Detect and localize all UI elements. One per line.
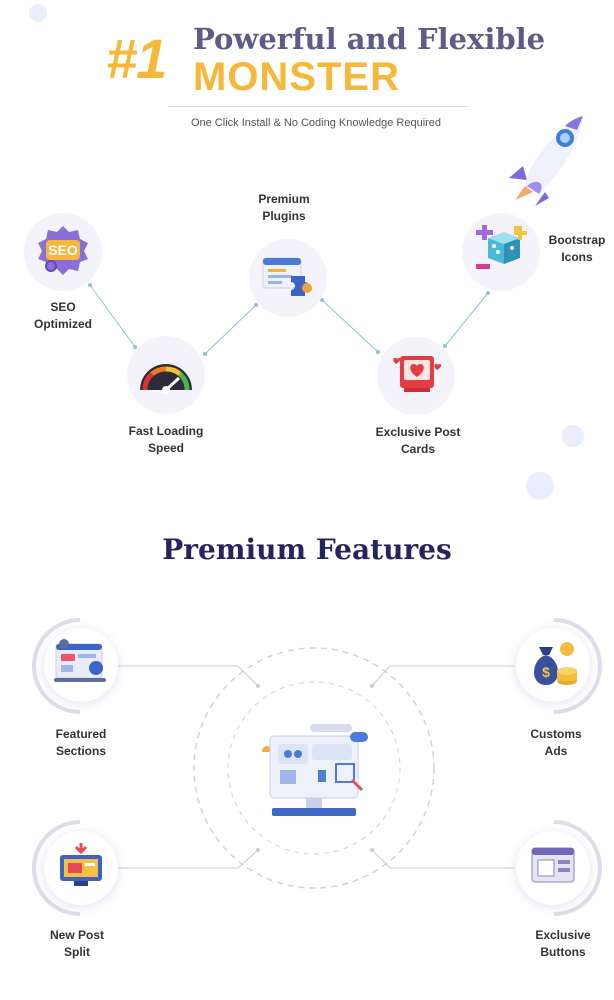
headline-highlight: MONSTER bbox=[193, 55, 400, 99]
seo-badge-icon: SEO bbox=[35, 222, 91, 283]
monitor-download-icon bbox=[56, 841, 106, 896]
premium-new-post-split bbox=[44, 831, 118, 905]
premium-customs-ads: $ bbox=[516, 628, 590, 702]
section-title: Premium Features bbox=[162, 533, 452, 566]
feature-fast-loading bbox=[127, 336, 205, 414]
browser-sections-icon bbox=[52, 638, 110, 693]
feature-exclusive-post-cards bbox=[377, 337, 455, 415]
feature-premium-plugins bbox=[249, 239, 327, 317]
header-divider bbox=[168, 106, 468, 107]
decor-dot bbox=[526, 472, 554, 500]
plugin-window-icon bbox=[261, 254, 315, 303]
heart-card-icon bbox=[390, 350, 442, 403]
rank-badge: #1 bbox=[106, 27, 167, 90]
feature-connector-lines bbox=[88, 283, 490, 356]
decor-dot bbox=[29, 4, 47, 22]
computer-dashboard-icon bbox=[252, 718, 376, 822]
feature-bootstrap-icons bbox=[462, 213, 540, 291]
speedometer-icon bbox=[136, 350, 196, 401]
icon-cubes-icon bbox=[474, 224, 528, 281]
decor-dot bbox=[562, 425, 584, 447]
header-subtitle: One Click Install & No Coding Knowledge … bbox=[190, 117, 442, 129]
svg-text:SEO: SEO bbox=[48, 242, 78, 258]
money-bag-icon: $ bbox=[525, 637, 581, 694]
svg-text:$: $ bbox=[542, 664, 550, 680]
window-button-icon bbox=[529, 844, 577, 893]
rocket-icon bbox=[505, 108, 595, 208]
premium-featured-sections bbox=[44, 628, 118, 702]
headline: Powerful and Flexible bbox=[193, 22, 546, 56]
premium-exclusive-buttons bbox=[516, 831, 590, 905]
feature-seo: SEO bbox=[24, 213, 102, 291]
